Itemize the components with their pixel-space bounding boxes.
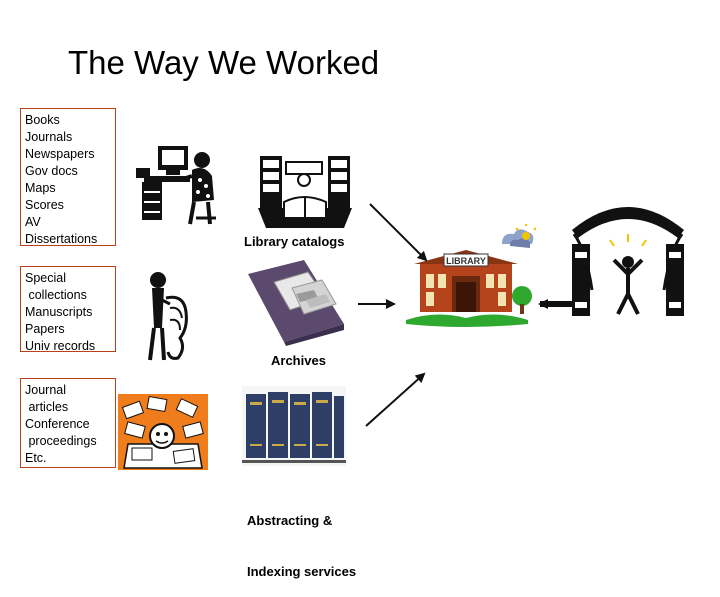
arrows-layer bbox=[0, 0, 720, 540]
abstracting-caption-line: Indexing services bbox=[247, 563, 356, 580]
arrow-catalogs-to-library bbox=[370, 204, 426, 260]
arrow-indexing-to-library bbox=[366, 374, 424, 426]
